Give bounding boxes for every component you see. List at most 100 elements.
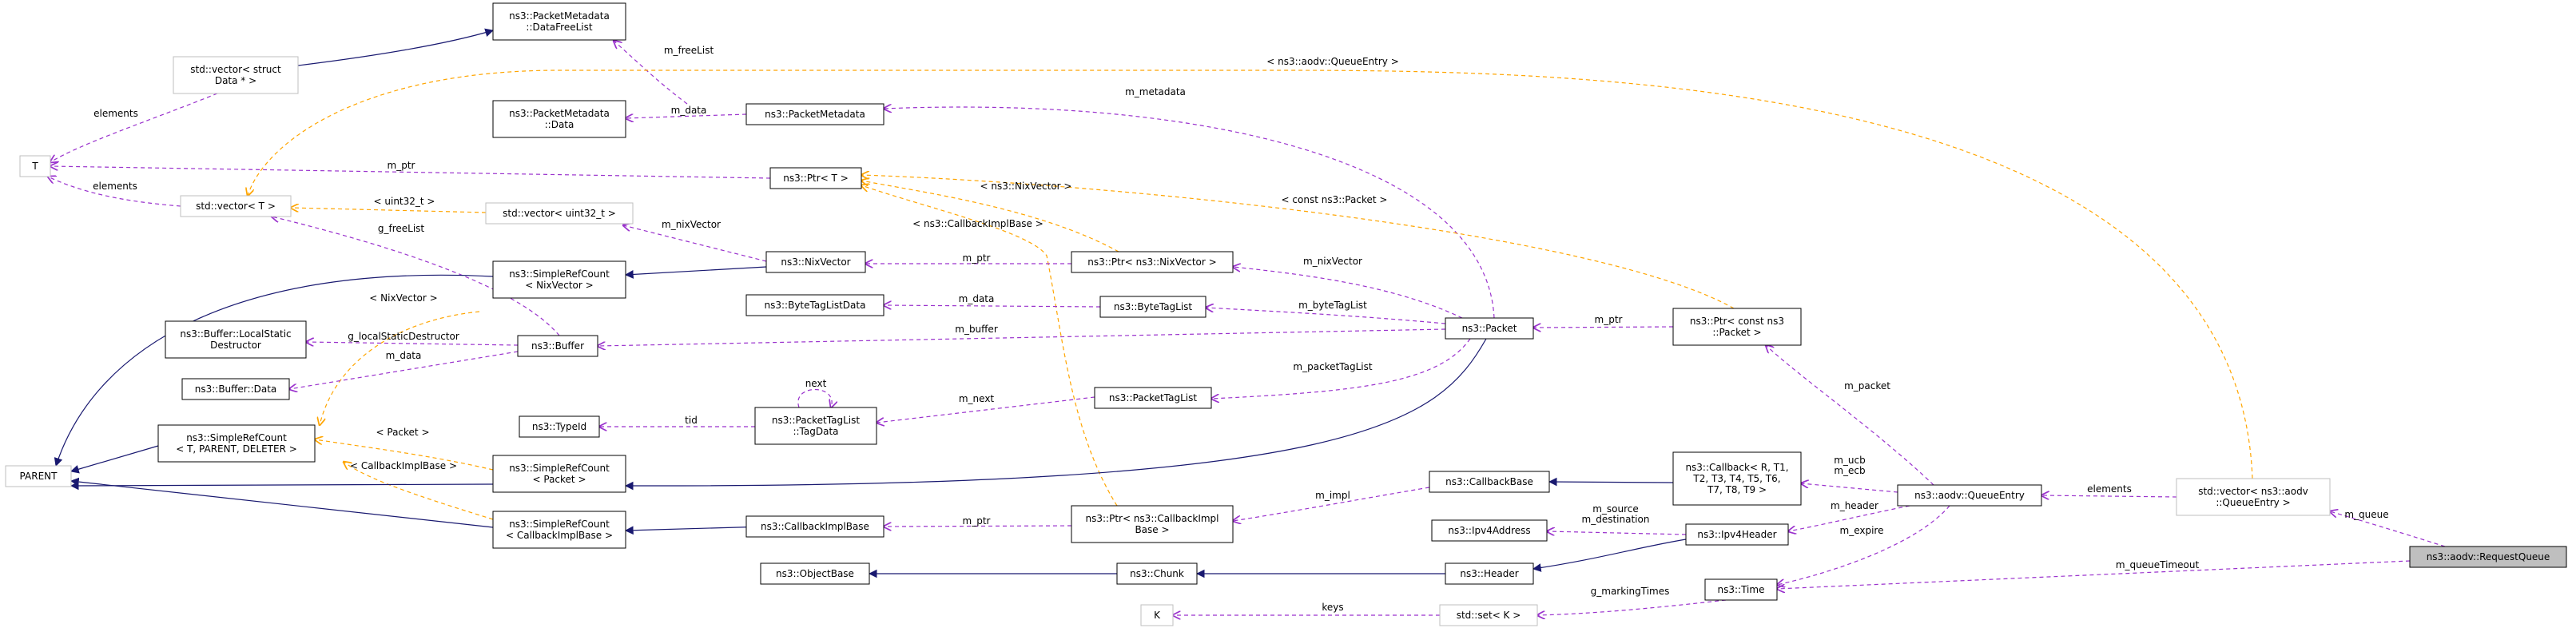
edge-label-m-data-buffer: m_data <box>386 350 422 361</box>
node-vector-queueentry[interactable]: std::vector< ns3::aodv::QueueEntry > <box>2176 478 2331 516</box>
usage-edge <box>1777 560 2411 589</box>
node-label: ns3::Callback< R, T1,T2, T3, T4, T5, T6,… <box>1685 462 1788 495</box>
node-ipv4address[interactable]: ns3::Ipv4Address <box>1431 519 1548 542</box>
edge-label-m-next: m_next <box>959 393 995 404</box>
edge-label-m-nixvector-vec: m_nixVector <box>662 219 721 230</box>
node-label: std::vector< ns3::aodv::QueueEntry > <box>2198 486 2308 508</box>
node-label: ns3::SimpleRefCount< Packet > <box>509 463 610 485</box>
edge-label-m-bytetaglist: m_byteTagList <box>1298 300 1367 311</box>
usage-edge <box>884 107 1495 319</box>
node-time[interactable]: ns3::Time <box>1704 578 1778 601</box>
edge-label-next: next <box>805 378 827 389</box>
node-ipv4header[interactable]: ns3::Ipv4Header <box>1685 523 1789 546</box>
node-vector-uint32[interactable]: std::vector< uint32_t > <box>485 202 634 225</box>
node-packet[interactable]: ns3::Packet <box>1445 317 1534 340</box>
edge-label-nixvector-short-tmpl: < NixVector > <box>369 292 437 304</box>
usage-edge <box>2041 495 2177 497</box>
node-requestqueue[interactable]: ns3::aodv::RequestQueue <box>2409 546 2567 568</box>
node-nixvector[interactable]: ns3::NixVector <box>765 251 866 273</box>
node-t[interactable]: T <box>19 155 51 177</box>
node-label: ns3::Header <box>1460 568 1518 579</box>
node-ptr-const-packet[interactable]: ns3::Ptr< const ns3::Packet > <box>1672 308 1802 346</box>
inheritance-edge <box>624 526 767 535</box>
node-label: ns3::Ipv4Header <box>1697 529 1776 540</box>
node-simplerefcount-nixvector[interactable]: ns3::SimpleRefCount< NixVector > <box>492 260 626 299</box>
edge-label-m-expire: m_expire <box>1840 525 1884 536</box>
node-packetmetadata-datafreelist[interactable]: ns3::PacketMetadata::DataFreeList <box>492 2 626 41</box>
node-set-k[interactable]: std::set< K > <box>1439 604 1538 626</box>
node-simplerefcount-callbackimpl[interactable]: ns3::SimpleRefCount< CallbackImplBase > <box>492 511 626 549</box>
edge-label-m-packet: m_packet <box>1844 380 1890 392</box>
node-label: ns3::PacketMetadata::Data <box>509 108 610 130</box>
node-buffer-data[interactable]: ns3::Buffer::Data <box>181 378 290 400</box>
usage-edge <box>1801 483 1898 493</box>
usage-edge <box>884 526 1072 527</box>
node-queueentry[interactable]: ns3::aodv::QueueEntry <box>1897 484 2042 507</box>
node-k[interactable]: K <box>1140 604 1174 626</box>
node-ptr-t[interactable]: ns3::Ptr< T > <box>769 167 862 189</box>
node-packettaglist-tagdata[interactable]: ns3::PacketTagList::TagData <box>754 407 877 445</box>
edge-label-m-ptr-cib: m_ptr <box>963 515 991 527</box>
template-edge <box>861 185 1118 507</box>
node-label: ns3::Buffer::Data <box>195 384 277 395</box>
node-label: PARENT <box>20 471 58 482</box>
usage-edge <box>272 217 560 336</box>
node-callbackimplbase[interactable]: ns3::CallbackImplBase <box>745 515 885 538</box>
edge-label-keys: keys <box>1322 602 1343 613</box>
node-bytetaglist[interactable]: ns3::ByteTagList <box>1099 296 1207 318</box>
node-packetmetadata-data[interactable]: ns3::PacketMetadata::Data <box>492 100 626 138</box>
edge-label-elements-vec: elements <box>93 181 137 192</box>
node-buffer[interactable]: ns3::Buffer <box>517 335 598 357</box>
node-packetmetadata[interactable]: ns3::PacketMetadata <box>745 103 885 125</box>
edge-label-queueentry-tmpl: < ns3::aodv::QueueEntry > <box>1266 56 1399 67</box>
usage-edge <box>797 388 832 408</box>
node-simplerefcount-packet[interactable]: ns3::SimpleRefCount< Packet > <box>492 455 626 493</box>
edge-label-m-buffer: m_buffer <box>955 324 998 335</box>
node-label: ns3::Time <box>1718 584 1765 595</box>
node-label: ns3::SimpleRefCount< NixVector > <box>509 268 610 291</box>
node-label: ns3::SimpleRefCount< CallbackImplBase > <box>506 519 613 541</box>
edge-label-callbackimplbase-tmpl: < CallbackImplBase > <box>350 460 457 471</box>
usage-edge <box>626 114 747 118</box>
usage-edge <box>50 93 218 162</box>
node-vector-t[interactable]: std::vector< T > <box>180 195 292 217</box>
usage-edge <box>1537 599 1727 615</box>
usage-edge <box>289 351 519 389</box>
node-typeid[interactable]: ns3::TypeId <box>519 415 600 438</box>
node-header[interactable]: ns3::Header <box>1445 562 1534 585</box>
inheritance-edge <box>297 28 495 66</box>
node-callbackbase[interactable]: ns3::CallbackBase <box>1429 471 1550 493</box>
node-label: ns3::Ptr< ns3::NixVector > <box>1087 256 1216 268</box>
node-packettaglist[interactable]: ns3::PacketTagList <box>1094 387 1212 409</box>
node-objectbase[interactable]: ns3::ObjectBase <box>760 562 870 585</box>
node-label: ns3::TypeId <box>532 421 586 432</box>
usage-edge <box>2330 511 2446 547</box>
node-label: ns3::Ipv4Address <box>1448 525 1530 536</box>
node-chunk[interactable]: ns3::Chunk <box>1116 562 1198 585</box>
node-ptr-nixvector[interactable]: ns3::Ptr< ns3::NixVector > <box>1071 251 1234 273</box>
usage-edge <box>1547 531 1687 535</box>
node-bytetaglistdata[interactable]: ns3::ByteTagListData <box>745 294 885 316</box>
node-label: ns3::CallbackBase <box>1445 476 1533 487</box>
node-label: ns3::ObjectBase <box>776 568 854 579</box>
node-callback[interactable]: ns3::Callback< R, T1,T2, T3, T4, T5, T6,… <box>1672 451 1802 506</box>
node-simplerefcount-generic[interactable]: ns3::SimpleRefCount< T, PARENT, DELETER … <box>157 424 316 463</box>
usage-edge <box>1233 267 1463 319</box>
template-edge <box>315 439 494 471</box>
usage-edge <box>48 177 181 207</box>
edge-label-m-queuetimeout: m_queueTimeout <box>2116 559 2200 570</box>
edge-label-elements-q: elements <box>2087 483 2132 495</box>
edge-label-uint32-tmpl: < uint32_t > <box>374 196 435 207</box>
usage-edge <box>614 41 688 105</box>
template-edge <box>320 311 480 425</box>
node-parent[interactable]: PARENT <box>5 465 72 487</box>
